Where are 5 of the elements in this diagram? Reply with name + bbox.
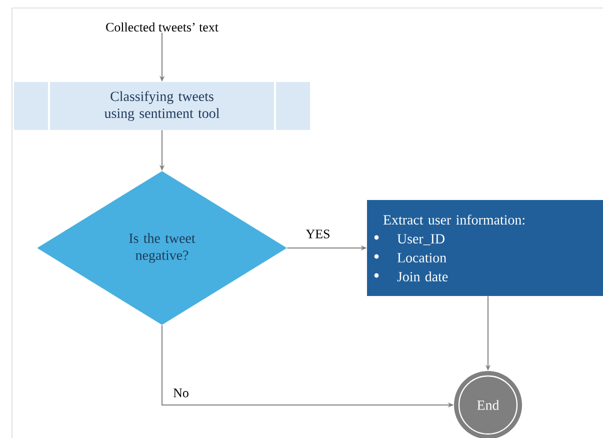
- edge-label: YES: [304, 228, 332, 240]
- process-box: Extract user information: User_ID Location Join date: [367, 200, 603, 296]
- edge-label: No: [172, 388, 190, 398]
- process-box: Classifying tweets using sentiment tool: [14, 82, 310, 130]
- start-text: Collected tweets’ text: [106, 22, 218, 32]
